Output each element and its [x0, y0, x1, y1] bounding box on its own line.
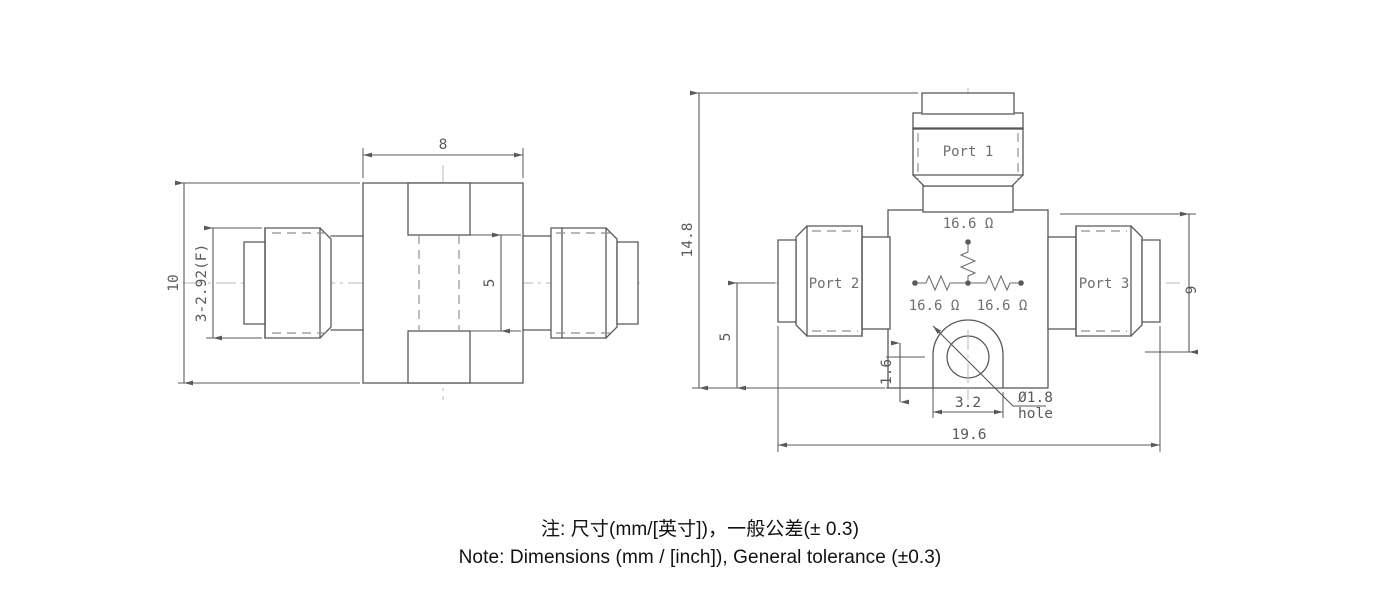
mounting-hole-feature: Ø1.8 hole: [932, 319, 1053, 422]
resistor-top-zigzag: [959, 245, 977, 280]
left-connector-barrel: [264, 227, 332, 339]
dim32-label: 3.2: [955, 395, 981, 411]
dimension-height-14p8: 14.8: [680, 90, 918, 391]
hole-leader-line: [932, 325, 1014, 407]
dimension-front-height-5: 5: [718, 280, 775, 391]
port2-shoulder: [777, 239, 797, 323]
top-view-lower-boss: [407, 330, 471, 384]
resistor-center-node: [965, 280, 971, 286]
right-connector-barrel: [550, 227, 618, 339]
hole-boss-outline: [932, 319, 1004, 389]
top-view-upper-boss: [407, 182, 471, 236]
dim16-label: 1.6: [879, 359, 895, 385]
hole-text-label: hole: [1018, 406, 1053, 422]
port1-cap-lower: [912, 112, 1024, 130]
resistor-right-node: [1018, 280, 1024, 286]
port3-label: Port 3: [1079, 276, 1130, 292]
dimension-width-3p2: 3.2: [932, 388, 1004, 418]
notes-block: 注: 尺寸(mm/[英寸])，一般公差(± 0.3) Note: Dimensi…: [0, 516, 1400, 571]
dimf5-label: 5: [718, 333, 734, 342]
top-view-right-connector: [522, 227, 639, 339]
resistor-top-node: [965, 239, 971, 245]
dim8-label: 8: [439, 137, 448, 153]
front-view-port3-connector: Port 3: [1047, 225, 1161, 337]
dim292-label: 3-2.92(F): [194, 244, 210, 323]
resistor-left-value: 16.6 Ω: [909, 298, 960, 314]
dim9-label: 9: [1184, 286, 1200, 295]
dim10-label: 10: [166, 274, 182, 291]
resistor-right-zigzag: [971, 274, 1018, 292]
left-connector-neck: [330, 235, 364, 331]
port1-neck: [922, 185, 1014, 213]
resistor-right-value: 16.6 Ω: [977, 298, 1028, 314]
resistor-left-node: [912, 280, 918, 286]
front-view-port1-connector: Port 1: [912, 92, 1024, 213]
dimension-height-1p6: 1.6: [879, 340, 925, 405]
top-view-group: 8 10 3-2.92(F) 5: [166, 137, 645, 400]
port2-neck: [861, 236, 891, 330]
note-chinese: 注: 尺寸(mm/[英寸])，一般公差(± 0.3): [540, 519, 860, 540]
resistor-star-network: 16.6 Ω 16.6 Ω 16.6 Ω: [909, 216, 1028, 314]
right-connector-shoulder: [616, 241, 639, 325]
right-connector-neck: [522, 235, 552, 331]
port3-neck: [1047, 236, 1077, 330]
note-english: Note: Dimensions (mm / [inch]), General …: [458, 546, 942, 568]
dimension-slot-5: 5: [470, 232, 521, 334]
left-connector-shoulder: [243, 241, 266, 325]
port1-cap-upper: [921, 92, 1015, 115]
resistor-top-value: 16.6 Ω: [943, 216, 994, 232]
front-view-port2-connector: Port 2: [777, 225, 891, 337]
hole-diameter-label: Ø1.8: [1018, 390, 1053, 406]
top-view-left-connector: [243, 227, 364, 339]
dim148-label: 14.8: [680, 223, 696, 258]
dim196-label: 19.6: [952, 427, 987, 443]
dimension-height-10: 10: [166, 180, 360, 386]
dimension-height-9: 9: [1060, 211, 1200, 355]
port3-shoulder: [1141, 239, 1161, 323]
resistor-left-zigzag: [918, 274, 965, 292]
port2-label: Port 2: [809, 276, 860, 292]
dimension-top-width-8: 8: [362, 137, 524, 178]
dim5-label: 5: [482, 279, 498, 288]
port1-label: Port 1: [943, 144, 994, 160]
front-view-group: Port 1 Port 2: [680, 88, 1200, 452]
dimension-connector-3-2p92f: 3-2.92(F): [194, 225, 262, 341]
dimension-width-19p6: 19.6: [777, 326, 1161, 452]
